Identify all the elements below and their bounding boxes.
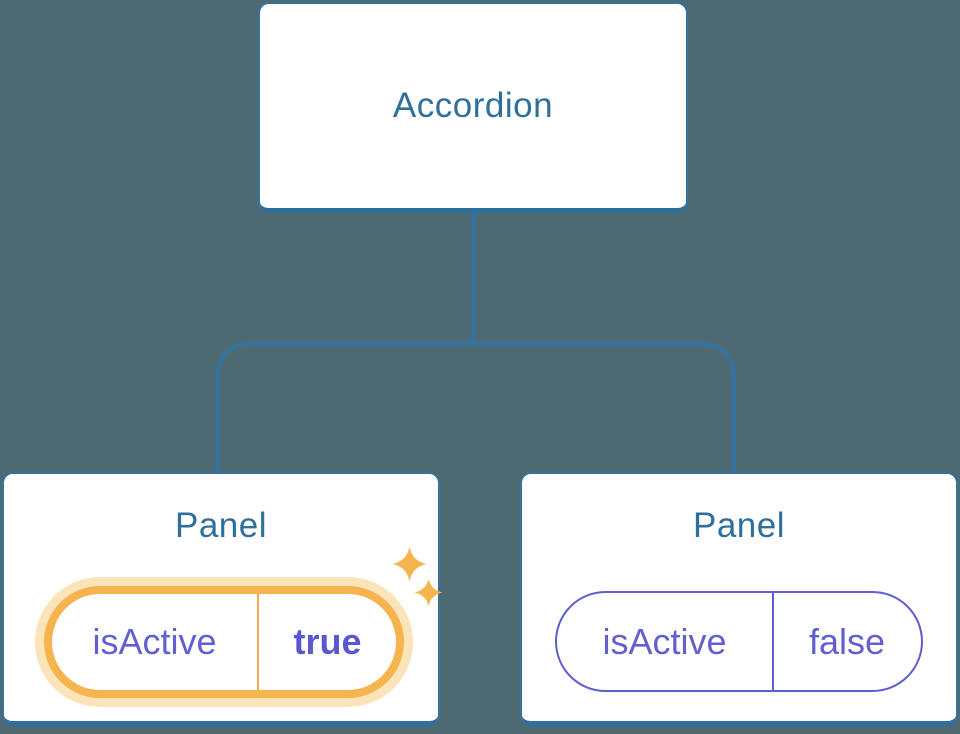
state-value-label: false [808,620,886,662]
state-pill-inactive: isActive false [555,591,923,692]
accordion-node: Accordion [258,2,688,213]
accordion-node-label: Accordion [392,86,554,125]
panel-node-label: Panel [174,506,268,545]
state-prop-label: isActive [92,621,217,662]
state-value-label: true [293,621,362,662]
state-prop-label: isActive [602,620,727,662]
panel-node-label: Panel [692,506,786,545]
panel-node-active: Panel isActive true [2,472,443,726]
pill-divider [257,594,259,690]
connector-branch [215,341,736,473]
panel-node-inactive: Panel isActive false [520,472,958,726]
pill-divider [772,593,774,690]
sparkles-icon [392,547,443,606]
state-pill-active: isActive true [44,586,404,698]
